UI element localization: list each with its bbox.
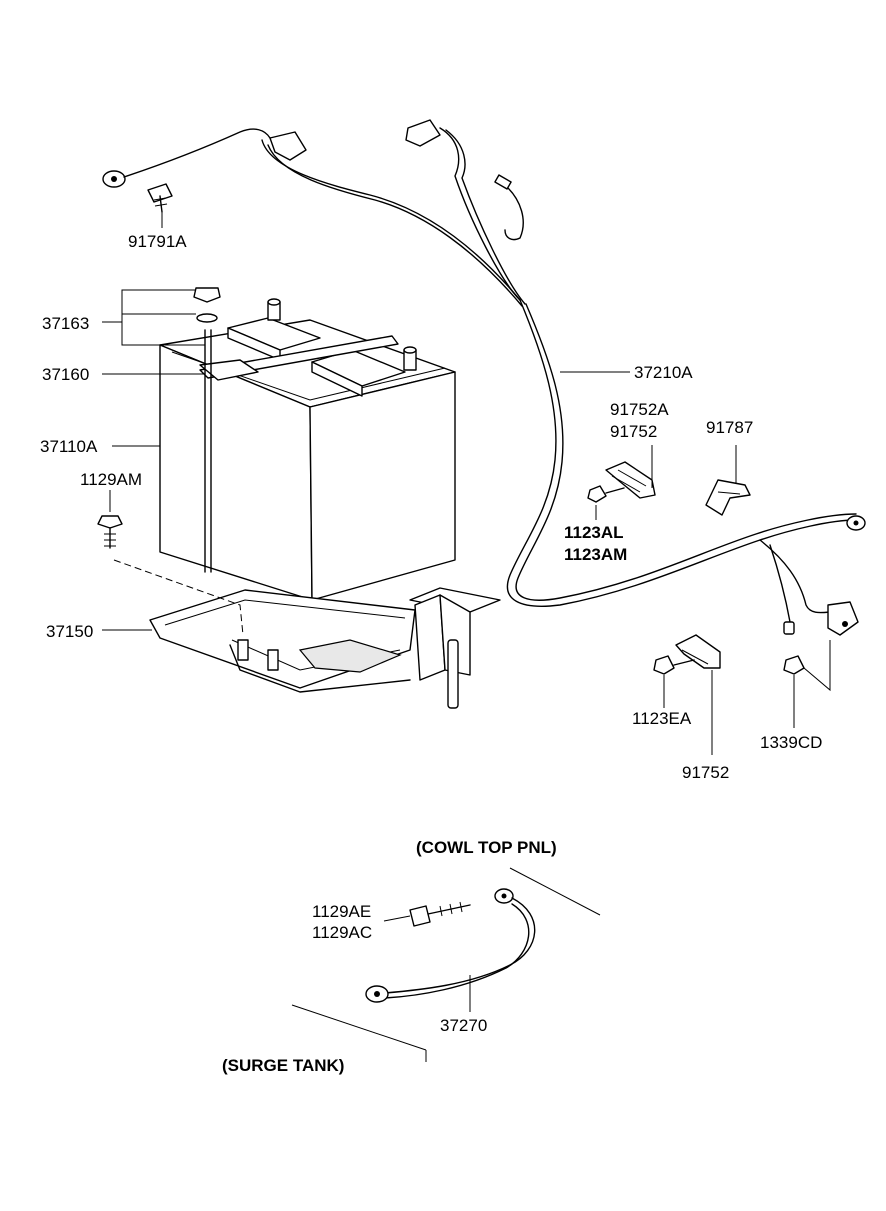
part-labels: 91791A 37163 37160 37110A 1129AM 37150 3… — [40, 232, 822, 1075]
label-37163: 37163 — [42, 314, 89, 333]
label-cowl-top-pnl: (COWL TOP PNL) — [416, 838, 557, 857]
label-91752A: 91752A — [610, 400, 669, 419]
label-37160: 37160 — [42, 365, 89, 384]
ground-cable-upper — [102, 128, 307, 213]
label-91752-bottom: 91752 — [682, 763, 729, 782]
label-surge-tank: (SURGE TANK) — [222, 1056, 344, 1075]
label-37110A: 37110A — [40, 437, 98, 456]
label-37270: 37270 — [440, 1016, 487, 1035]
label-1123AM: 1123AM — [564, 545, 627, 564]
label-1129AC: 1129AC — [312, 923, 372, 942]
label-1129AE: 1129AE — [312, 902, 371, 921]
label-91752-top: 91752 — [610, 422, 657, 441]
label-1129AM: 1129AM — [80, 470, 142, 489]
leader-lines — [102, 212, 795, 1012]
label-91787: 91787 — [706, 418, 753, 437]
label-1123AL: 1123AL — [564, 523, 624, 542]
battery — [159, 287, 456, 601]
battery-cable-harness — [261, 119, 866, 692]
label-37150: 37150 — [46, 622, 93, 641]
ground-strap-lower — [291, 867, 601, 1062]
battery-tray — [97, 515, 501, 709]
label-91791A: 91791A — [128, 232, 187, 251]
label-1339CD: 1339CD — [760, 733, 822, 752]
clamps — [587, 461, 751, 675]
label-37210A: 37210A — [634, 363, 693, 382]
label-1123EA: 1123EA — [632, 709, 692, 728]
